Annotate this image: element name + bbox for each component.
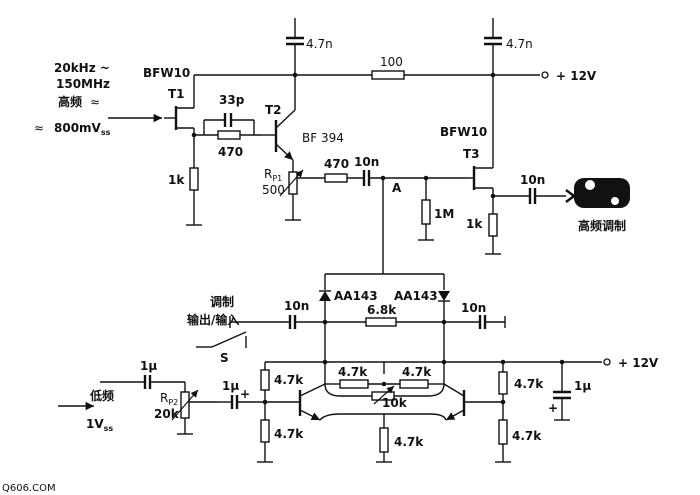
lf-coupling-2: [218, 395, 300, 409]
r-bias-top-label: 4.7k: [274, 373, 304, 387]
transistor-t3: [470, 75, 496, 214]
capacitor-t3-decouple: [484, 18, 502, 75]
cap-t2-decouple-label: 4.7n: [306, 37, 333, 51]
switch-name: S: [220, 351, 229, 365]
feedback-network: [191, 113, 262, 140]
r-1m-label: 1M: [434, 207, 454, 221]
rp1-label: RP1: [264, 167, 282, 183]
switch-s-icon: [196, 331, 247, 348]
resistor-t3-source: [488, 213, 498, 237]
supply-rail-top: [194, 71, 549, 79]
capacitor-right-1u: [553, 362, 571, 421]
supply-rail-bottom: [265, 358, 611, 366]
svg-text:+: +: [548, 401, 558, 415]
t2-name: T2: [265, 103, 282, 117]
lf-coupling: [100, 375, 186, 392]
supply-label-bottom: + 12V: [618, 356, 659, 370]
resistor-1m: [421, 199, 431, 225]
svg-text:800mVss: 800mVss: [54, 121, 111, 137]
svg-text:1Vss: 1Vss: [86, 417, 113, 433]
watermark: Q606.COM: [2, 483, 56, 494]
c-out-label: 10n: [520, 173, 545, 187]
hf-level: 800mV: [54, 121, 102, 135]
lf-level-sub: ss: [104, 424, 114, 433]
switch-label-1: 调制: [210, 294, 234, 309]
supply-label-top: + 12V: [556, 69, 597, 83]
hf-level-sub: ss: [101, 128, 111, 137]
rp1-value: 500: [262, 183, 285, 197]
potentiometer-rp1: [279, 169, 304, 221]
t2-type: BF 394: [302, 131, 344, 145]
c-right-label: 10n: [461, 301, 486, 315]
r-right-bot-label: 4.7k: [512, 429, 542, 443]
diode-d2: [438, 291, 450, 360]
t3-name: T3: [463, 147, 480, 161]
hf-freq-line2: 150MHz: [56, 77, 110, 91]
t3-type: BFW10: [440, 125, 487, 139]
transistor-t2: [262, 75, 296, 172]
r-c1-label: 4.7k: [338, 365, 368, 379]
r-bias-bot-label: 4.7k: [274, 427, 304, 441]
output-coupling: [493, 188, 566, 204]
hf-freq-line1: 20kHz ~: [54, 61, 110, 75]
lf-input-label: 低频: [89, 388, 114, 403]
diode-block: [324, 273, 445, 290]
r-t3-source-label: 1k: [466, 217, 483, 231]
r-6k8-label: 6.8k: [367, 303, 397, 317]
cap-t3-decouple-label: 4.7n: [506, 37, 533, 51]
potentiometer-rp2: [171, 389, 218, 435]
resistor-100-label: 100: [380, 55, 403, 69]
svg-text:≈: ≈: [90, 95, 100, 109]
diode-d1: [319, 290, 331, 360]
node-a-label: A: [392, 181, 402, 195]
r-470-fb-label: 470: [218, 145, 243, 159]
modulator-bus: [229, 315, 506, 329]
capacitor-t2-decouple: [286, 18, 304, 75]
cap-33p-label: 33p: [219, 93, 245, 107]
emitter-tail: [319, 413, 447, 463]
c-lf1-label: 1μ: [140, 359, 157, 373]
r-c2-label: 4.7k: [402, 365, 432, 379]
lf-level: 1V: [86, 417, 104, 431]
c-10n-mid-label: 10n: [354, 155, 379, 169]
c-lf2-label: 1μ: [222, 379, 239, 393]
svg-text:+: +: [240, 387, 250, 401]
resistor-t1-source: [189, 167, 199, 191]
resistor-100: [371, 70, 405, 80]
output-label: 高频调制: [578, 218, 626, 233]
hf-input-label: 高频: [58, 94, 82, 109]
output-connector-icon: [565, 178, 630, 208]
r-470-mid-label: 470: [324, 157, 349, 171]
r-t1-source-label: 1k: [168, 173, 185, 187]
bias-divider: [257, 362, 273, 463]
diode-d1-label: AA143: [334, 289, 378, 303]
t1-name: T1: [168, 87, 185, 101]
transistor-diff-left: [298, 383, 326, 421]
right-divider: [495, 362, 511, 463]
transistor-diff-right: [443, 383, 506, 421]
rp2-label: RP2: [160, 391, 178, 407]
series-470-10n: [297, 170, 470, 186]
r-right-top-label: 4.7k: [514, 377, 544, 391]
r-tail-label: 4.7k: [394, 435, 424, 449]
rp2-value: 20k: [154, 407, 180, 421]
c-right-1u-label: 1μ: [574, 379, 591, 393]
c-left-label: 10n: [284, 299, 309, 313]
svg-text:≈: ≈: [34, 121, 44, 135]
r-pot-label: 10k: [382, 396, 408, 410]
collector-network: [324, 362, 445, 405]
diode-d2-label: AA143: [394, 289, 438, 303]
switch-label-2: 输出/输入: [187, 312, 239, 327]
t1-type: BFW10: [143, 66, 190, 80]
